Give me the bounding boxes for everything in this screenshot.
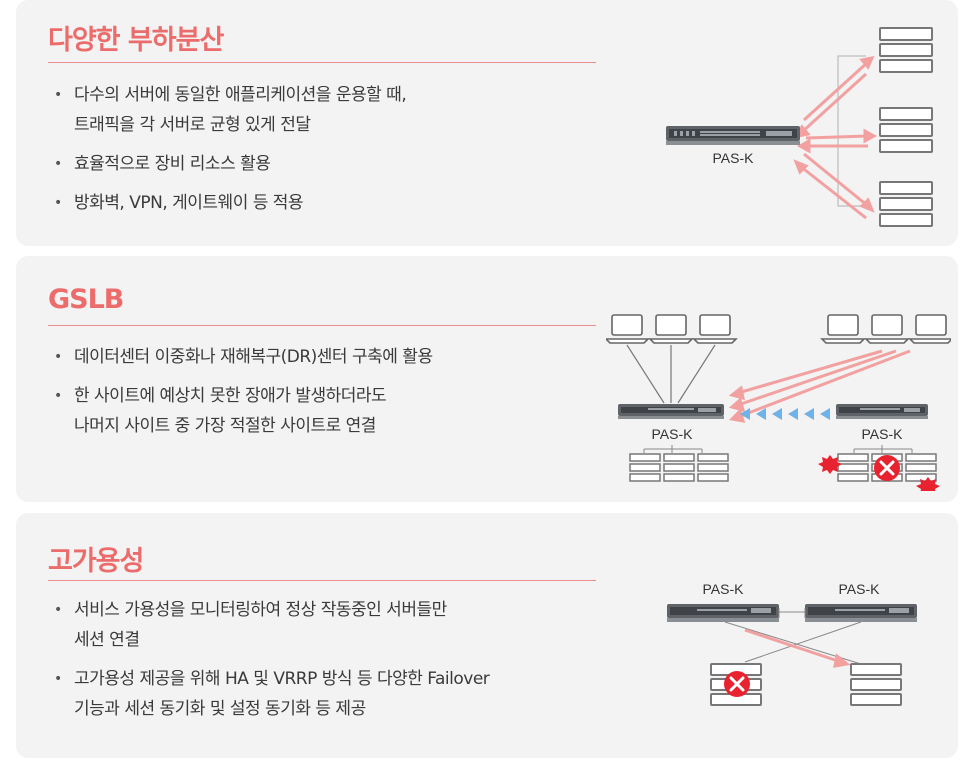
session-arrow	[744, 628, 851, 668]
error-x-icon	[874, 455, 900, 481]
server-stack-icon	[879, 27, 933, 73]
pas-k-device	[805, 604, 917, 622]
server-stack-icon	[879, 181, 933, 227]
bullet-item: 데이터센터 이중화나 재해복구(DR)센터 구축에 활용	[54, 342, 433, 372]
redirect-arrows	[728, 349, 911, 423]
connector-line	[643, 445, 913, 453]
pas-k-device	[666, 126, 800, 145]
load-balancing-diagram: PAS-K	[666, 27, 933, 227]
laptop-icon	[606, 314, 738, 344]
bullet-list: 데이터센터 이중화나 재해복구(DR)센터 구축에 활용 한 사이트에 예상치 …	[54, 342, 433, 450]
server-stack-icon	[629, 453, 729, 482]
bullet-item: 다수의 서버에 동일한 애플리케이션을 운용할 때, 트래픽을 각 서버로 균형…	[54, 80, 407, 140]
bullet-item: 한 사이트에 예상치 못한 장애가 발생하더라도 나머지 사이트 중 가장 적절…	[54, 381, 433, 441]
error-burst-icon	[818, 455, 940, 491]
error-x-icon	[724, 671, 750, 697]
pas-k-device	[836, 404, 928, 419]
traffic-arrows	[793, 55, 878, 220]
device-label: PAS-K	[703, 581, 745, 597]
pas-k-device	[618, 404, 724, 419]
device-label: PAS-K	[713, 150, 755, 166]
section-high-availability: 고가용성 서비스 가용성을 모니터링하여 정상 작동중인 서버들만 세션 연결 …	[16, 513, 958, 758]
high-availability-diagram: PAS-K PAS-K	[667, 581, 917, 706]
pas-k-device	[667, 604, 779, 622]
gslb-diagram: PAS-K PAS-K	[606, 314, 951, 491]
laptop-icon	[820, 314, 951, 344]
connector-line	[626, 344, 716, 404]
section-title: 고가용성	[48, 546, 144, 577]
bullet-item: 효율적으로 장비 리소스 활용	[54, 149, 406, 179]
failover-arrows	[740, 408, 830, 420]
section-load-balancing: 다양한 부하분산 다수의 서버에 동일한 애플리케이션을 운용할 때, 트래픽을…	[16, 0, 958, 246]
section-title: 다양한 부하분산	[48, 25, 224, 56]
device-label: PAS-K	[862, 426, 904, 442]
server-stack-icon	[850, 663, 902, 706]
bullet-list: 다수의 서버에 동일한 애플리케이션을 운용할 때, 트래픽을 각 서버로 균형…	[54, 80, 407, 227]
server-stack-icon	[879, 107, 933, 153]
bullet-item: 고가용성 제공을 위해 HA 및 VRRP 방식 등 다양한 Failover …	[54, 664, 490, 724]
section-title: GSLB	[48, 284, 124, 315]
title-divider	[48, 62, 596, 63]
bullet-item: 방화벽, VPN, 게이트웨이 등 적용	[54, 188, 406, 218]
title-divider	[48, 325, 596, 326]
bullet-list: 서비스 가용성을 모니터링하여 정상 작동중인 서버들만 세션 연결 고가용성 …	[54, 595, 490, 733]
bullet-item: 서비스 가용성을 모니터링하여 정상 작동중인 서버들만 세션 연결	[54, 595, 489, 655]
device-label: PAS-K	[839, 581, 881, 597]
device-label: PAS-K	[652, 426, 694, 442]
section-gslb: GSLB 데이터센터 이중화나 재해복구(DR)센터 구축에 활용 한 사이트에…	[16, 256, 958, 502]
title-divider	[48, 580, 596, 581]
